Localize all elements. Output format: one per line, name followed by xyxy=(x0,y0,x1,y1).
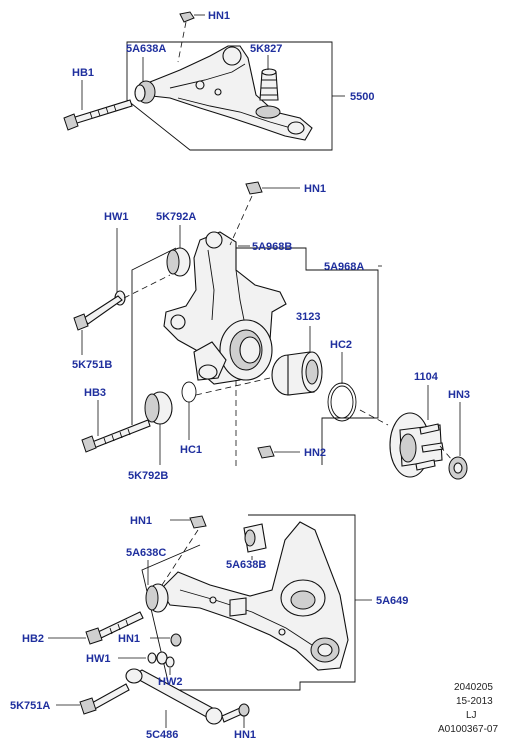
label-hn2: HN2 xyxy=(304,447,326,459)
label-hb3: HB3 xyxy=(84,387,106,399)
lower-arm-box xyxy=(141,514,356,691)
bump-stop-5k827 xyxy=(259,68,279,101)
circlip-hc1 xyxy=(181,381,197,403)
label-hn1-c: HN1 xyxy=(130,515,152,527)
label-5a968b: 5A968B xyxy=(252,241,292,253)
label-hc1: HC1 xyxy=(180,444,202,456)
label-hw2: HW2 xyxy=(158,676,182,688)
bushing-5a638b xyxy=(243,523,267,553)
label-5k792b: 5K792B xyxy=(128,470,168,482)
meta-ref: A0100367-07 xyxy=(438,724,498,735)
label-5a649: 5A649 xyxy=(376,595,408,607)
bolt-hb3 xyxy=(81,419,151,453)
lower-arm xyxy=(159,521,349,671)
upper-arm-group xyxy=(63,11,345,151)
label-hn1-e: HN1 xyxy=(234,729,256,741)
bolt-5k751b xyxy=(73,295,123,331)
bearing-3123 xyxy=(271,351,323,396)
lower-arm-group xyxy=(48,514,372,728)
label-hn1-d: HN1 xyxy=(118,633,140,645)
nut-hn1-lower xyxy=(189,515,207,529)
bolt-hb2 xyxy=(85,611,144,645)
meta-date: 15-2013 xyxy=(456,696,493,707)
knuckle-box xyxy=(228,247,379,465)
labels: HN1 5A638A 5K827 HB1 5500 HN1 HW1 5K792A… xyxy=(10,10,498,741)
washer-hw2 xyxy=(165,656,175,668)
knuckle-group xyxy=(73,181,468,480)
label-5a638c: 5A638C xyxy=(126,547,166,559)
nut-hn1-mid xyxy=(245,181,263,195)
upper-arm-box xyxy=(126,41,333,151)
label-5k751a: 5K751A xyxy=(10,700,50,712)
label-hn1-a: HN1 xyxy=(208,10,230,22)
nut-hn1-bottom xyxy=(221,703,250,723)
meta-code: 2040205 xyxy=(454,682,493,693)
bushing-5k792a xyxy=(166,247,191,277)
bushing-5k792b xyxy=(144,391,173,425)
bushing-5a638c xyxy=(145,583,169,613)
label-hn1-b: HN1 xyxy=(304,183,326,195)
label-1104: 1104 xyxy=(414,371,439,383)
hub-1104 xyxy=(389,412,444,478)
label-hb1: HB1 xyxy=(72,67,94,79)
label-hn3: HN3 xyxy=(448,389,470,401)
nut-hn2 xyxy=(257,445,275,459)
nut-hn1-top xyxy=(179,11,195,23)
label-hw1-b: HW1 xyxy=(86,653,110,665)
label-5500: 5500 xyxy=(350,91,374,103)
label-5k792a: 5K792A xyxy=(156,211,196,223)
label-5k751b: 5K751B xyxy=(72,359,112,371)
label-5a968a: 5A968A xyxy=(324,261,364,273)
bolt-hb1 xyxy=(63,99,133,131)
label-hc2: HC2 xyxy=(330,339,352,351)
bolt-5k751a xyxy=(79,683,130,715)
label-3123: 3123 xyxy=(296,311,320,323)
label-5c486: 5C486 xyxy=(146,729,178,741)
nut-hn1-link xyxy=(170,633,182,647)
label-5a638a: 5A638A xyxy=(126,43,166,55)
link-5c486 xyxy=(125,668,223,725)
circlip-hc2 xyxy=(327,382,357,422)
label-5a638b: 5A638B xyxy=(226,559,266,571)
meta-initials: LJ xyxy=(466,710,477,721)
label-5k827: 5K827 xyxy=(250,43,282,55)
label-hw1-a: HW1 xyxy=(104,211,128,223)
label-hb2: HB2 xyxy=(22,633,44,645)
